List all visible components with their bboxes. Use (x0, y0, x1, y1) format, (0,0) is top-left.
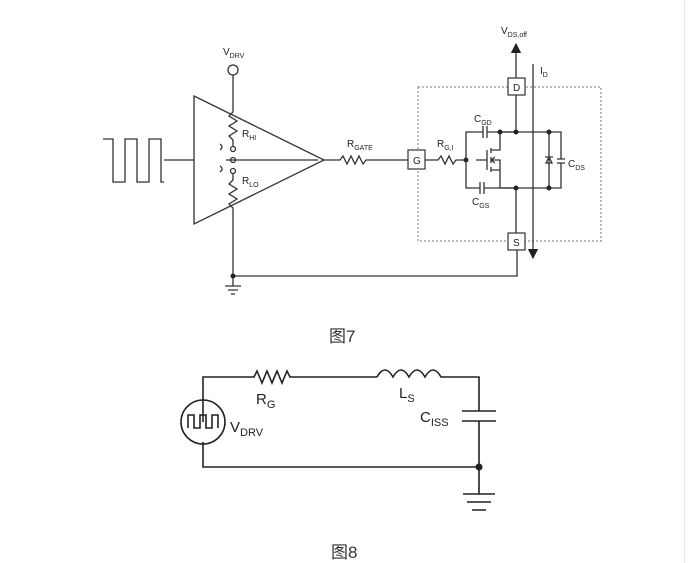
drain-wire (500, 95, 549, 133)
ls-label: LS (399, 385, 415, 405)
body-diode (544, 132, 554, 188)
drain-pin-label: D (513, 83, 520, 94)
drain-node (513, 129, 519, 135)
vdrv-terminal (227, 64, 239, 76)
figure7-caption: 图7 (329, 327, 356, 346)
fig8-vdrv-label: VDRV (230, 419, 264, 439)
source-pin-label: S (513, 238, 520, 249)
source-wire (500, 187, 549, 233)
vdrv-source (180, 399, 226, 445)
rlo-switch-contact (229, 167, 237, 175)
gate-driver-amplifier (193, 94, 326, 226)
drain-node-2 (497, 129, 503, 135)
cds-label: CDS (568, 159, 585, 172)
id-label: ID (540, 66, 548, 79)
fig8-ground-node (475, 463, 483, 471)
cgs-capacitor (465, 160, 516, 194)
figure8-schematic (180, 368, 496, 511)
ground-icon (225, 285, 241, 295)
driver-output-wire (324, 154, 408, 166)
rhi-resistor (227, 111, 239, 146)
gate-pin-label: G (413, 156, 421, 167)
rhi-label: RHI (242, 129, 256, 142)
right-border (684, 0, 685, 563)
square-wave-input (103, 138, 194, 183)
cds-capacitor (549, 131, 565, 189)
rgi-label: RG,I (437, 139, 454, 152)
rhi-switch-contact (229, 145, 237, 153)
figure7-schematic (103, 42, 602, 295)
ciss-label: CISS (420, 409, 449, 429)
fig8-bottom-wire (202, 421, 480, 494)
fig8-ground-icon (463, 493, 495, 511)
gate-internal-wire (425, 154, 466, 166)
figure8-caption: 图8 (331, 543, 358, 562)
vdrv-source-waveform (187, 414, 219, 429)
rgate-label: RGATE (347, 139, 373, 152)
ciss-capacitor (462, 410, 496, 422)
source-node (513, 185, 519, 191)
cgs-label: CGS (472, 197, 490, 210)
rlo-resistor (227, 174, 239, 276)
vdrv-label: VDRV (223, 47, 245, 60)
ground-wire (232, 250, 518, 286)
vdsoff-label: VDS,off (501, 26, 527, 39)
mosfet-symbol (476, 132, 501, 188)
switch-common (229, 156, 237, 164)
rlo-label: RLO (242, 176, 259, 189)
rg-label: RG (256, 391, 275, 411)
ground-node (230, 273, 236, 279)
cgd-capacitor (465, 126, 516, 160)
cgd-label: CGD (474, 114, 492, 127)
driver-switch (219, 143, 318, 173)
ls-inductor (376, 369, 480, 411)
fig8-top-wire (202, 368, 377, 422)
